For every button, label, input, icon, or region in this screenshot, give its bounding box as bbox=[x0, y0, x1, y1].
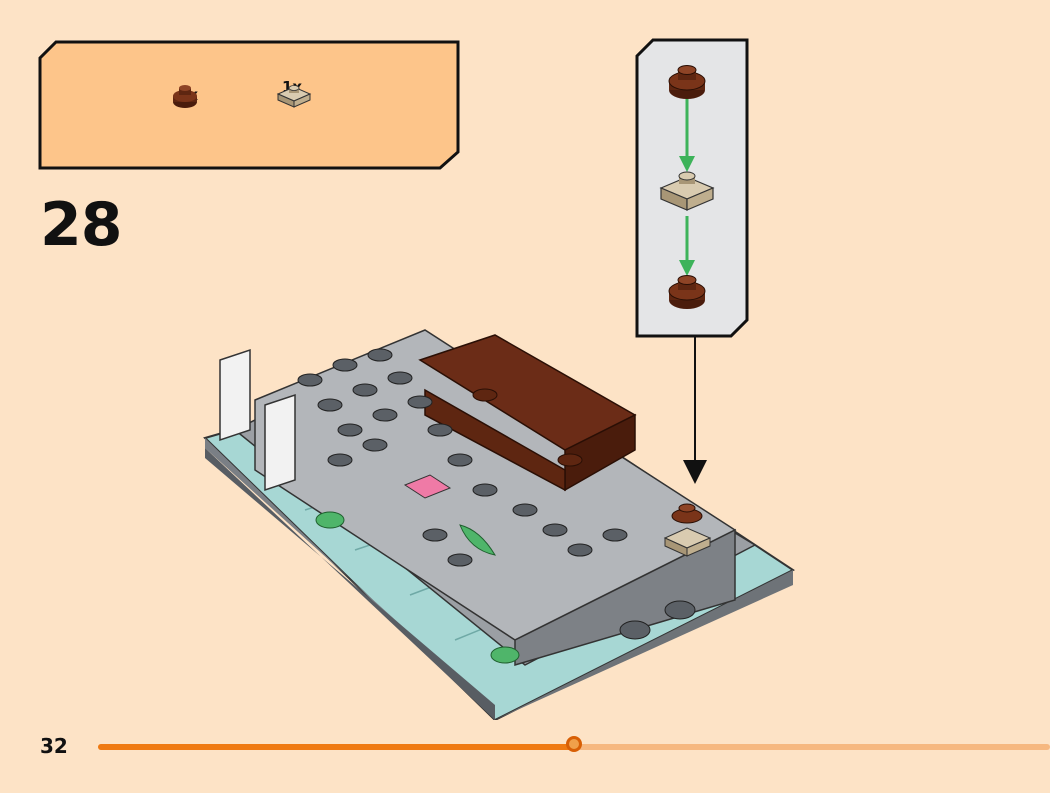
page-number: 32 bbox=[40, 734, 68, 758]
parts-list-frame bbox=[38, 40, 460, 170]
subassembly-frame bbox=[635, 38, 749, 338]
model-illustration bbox=[203, 329, 795, 720]
placed-subassembly bbox=[663, 503, 712, 557]
progress-knob bbox=[566, 736, 582, 752]
parts-list-item: 2x bbox=[170, 84, 206, 108]
round-plate-1x1-reddish-brown-icon bbox=[173, 85, 197, 108]
green-plants bbox=[315, 511, 520, 664]
round-plate-1x1-reddish-brown-icon bbox=[668, 65, 706, 99]
step-number: 28 bbox=[40, 190, 122, 260]
progress-bar bbox=[98, 736, 1050, 752]
subassembly-callout bbox=[635, 38, 750, 338]
plate-1x1-tan-icon bbox=[659, 171, 715, 211]
parts-list-callout: 2x 1x bbox=[38, 40, 460, 170]
round-plate-1x1-reddish-brown-icon bbox=[668, 275, 706, 309]
progress-fill bbox=[98, 744, 574, 750]
brown-bench bbox=[418, 334, 637, 492]
plate-1x1-tan-icon bbox=[276, 85, 312, 108]
parts-list-item: 1x bbox=[274, 78, 312, 108]
placement-arrow bbox=[683, 336, 707, 484]
white-panels bbox=[219, 348, 296, 492]
